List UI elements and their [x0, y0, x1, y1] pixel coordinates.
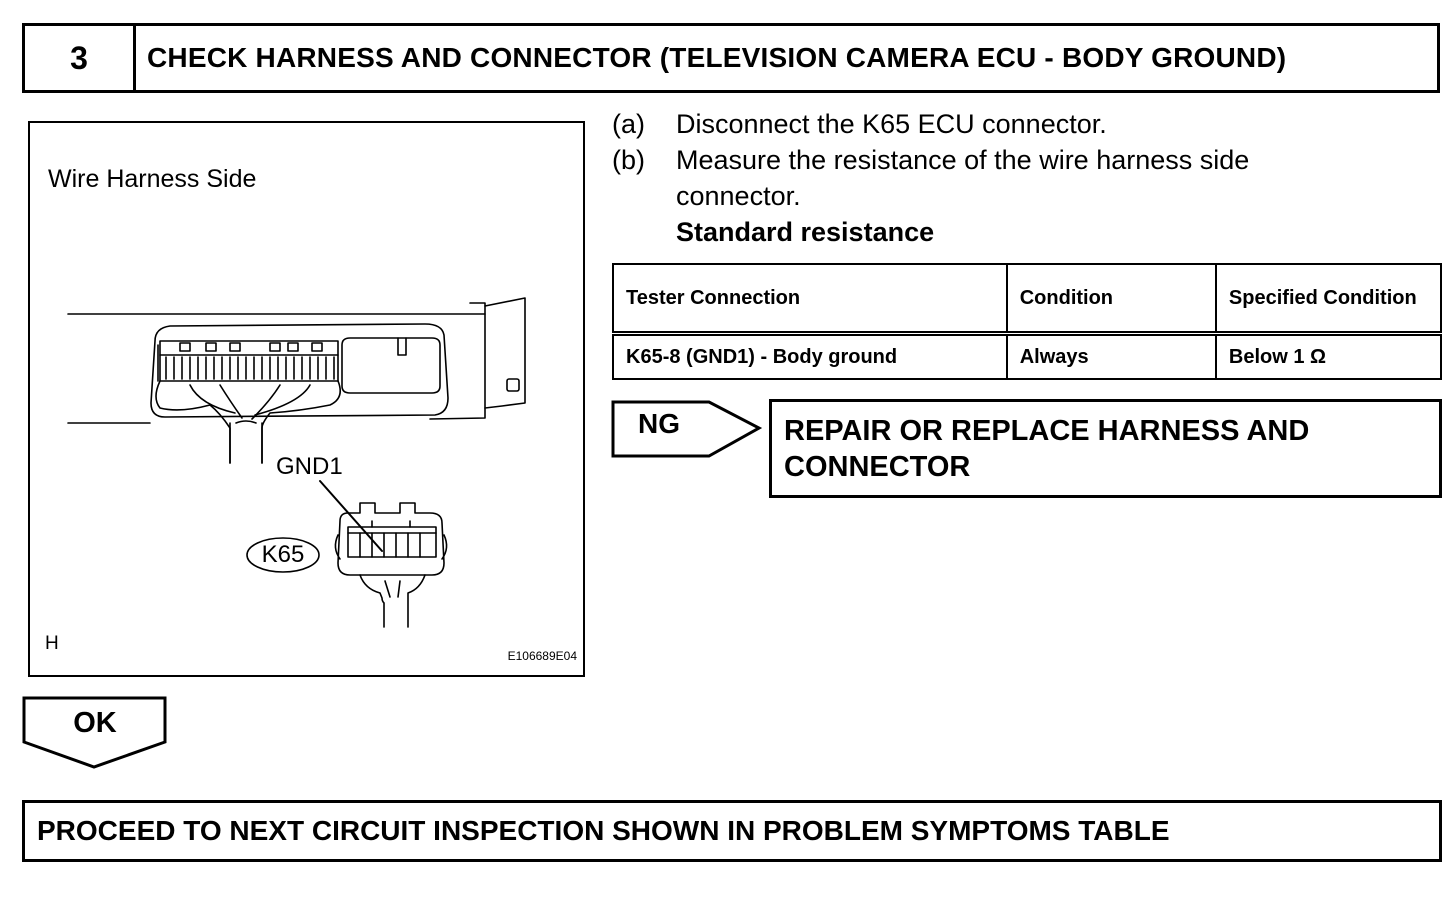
spec-table: Tester Connection Condition Specified Co…: [612, 263, 1443, 380]
col-header: Condition: [1005, 263, 1217, 336]
col-header: Specified Condition: [1214, 263, 1443, 336]
step-label: (a): [612, 109, 645, 139]
connector-illustration: Wire Harness Side GND1 K65 H E106689E04: [28, 121, 585, 677]
table-cell: Below 1 Ω: [1214, 332, 1443, 380]
table-cell: K65-8 (GND1) - Body ground: [612, 332, 1008, 380]
ok-label: OK: [73, 707, 117, 739]
ok-arrow-icon: [22, 696, 167, 769]
step-number: 3: [25, 26, 136, 90]
connector-drawing: [67, 297, 526, 628]
step-a: (a) Disconnect the K65 ECU connector.: [612, 106, 1442, 142]
standard-resistance-title: Standard resistance: [676, 217, 935, 247]
figure-id: E106689E04: [507, 649, 577, 663]
step-title: CHECK HARNESS AND CONNECTOR (TELEVISION …: [147, 42, 1287, 73]
step-text: Measure the resistance of the wire harne…: [676, 145, 1250, 211]
step-b: (b) Measure the resistance of the wire h…: [612, 142, 1442, 214]
ng-arrow-icon: [611, 400, 763, 458]
table-header-row: Tester Connection Condition Specified Co…: [612, 263, 1443, 336]
gnd1-label: GND1: [276, 453, 343, 480]
terminal-pins: [165, 356, 335, 380]
figure-caption: Wire Harness Side: [48, 165, 257, 193]
corner-mark: H: [45, 633, 59, 654]
ng-label: NG: [638, 408, 680, 439]
step-header: 3 CHECK HARNESS AND CONNECTOR (TELEVISIO…: [22, 23, 1440, 93]
table-cell: Always: [1005, 332, 1217, 380]
step-text: Disconnect the K65 ECU connector.: [676, 109, 1107, 139]
procedure-steps: (a) Disconnect the K65 ECU connector. (b…: [612, 106, 1442, 250]
col-header: Tester Connection: [612, 263, 1008, 336]
ng-action-box: REPAIR OR REPLACE HARNESS AND CONNECTOR: [769, 399, 1442, 498]
step-label: (b): [612, 145, 645, 175]
table-row: K65-8 (GND1) - Body ground Always Below …: [612, 332, 1443, 380]
ok-action-box: PROCEED TO NEXT CIRCUIT INSPECTION SHOWN…: [22, 800, 1442, 862]
k65-label: K65: [261, 541, 305, 568]
